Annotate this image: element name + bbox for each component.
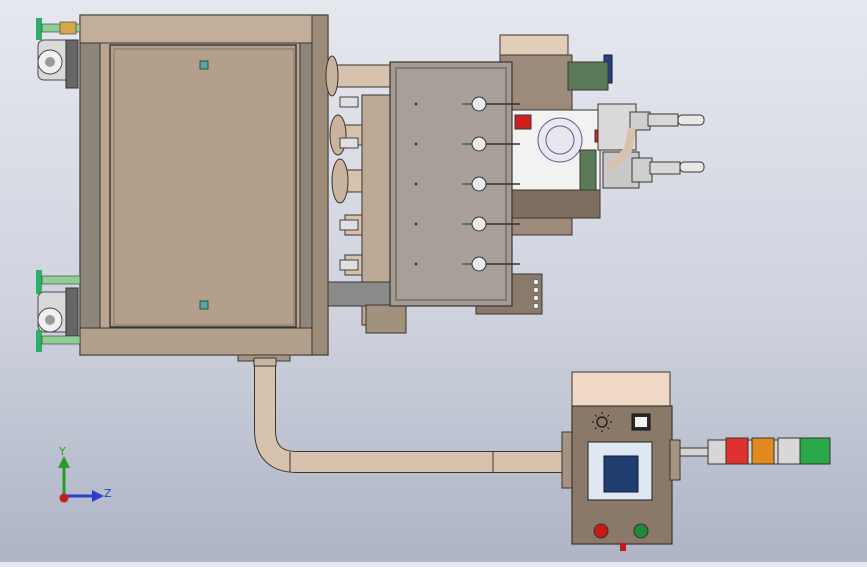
signal-tower bbox=[679, 437, 831, 465]
red-stop-button[interactable] bbox=[593, 523, 609, 539]
door-fastener-top bbox=[199, 60, 209, 70]
green-start-button[interactable] bbox=[633, 523, 649, 539]
y-axis-label: Y bbox=[58, 445, 66, 458]
conduit-pipe bbox=[253, 357, 575, 489]
valve-knobs bbox=[414, 96, 520, 272]
control-box[interactable] bbox=[571, 371, 681, 551]
z-axis-label: Z bbox=[104, 487, 112, 500]
door-fastener-bottom bbox=[199, 300, 209, 310]
caster-bottom-left bbox=[36, 270, 81, 352]
coordinate-triad: Y Z bbox=[58, 445, 112, 503]
indicator-lamp-icon bbox=[596, 416, 608, 428]
connector-pipes bbox=[325, 55, 407, 334]
caster-top-left bbox=[36, 18, 81, 89]
main-cabinet[interactable] bbox=[79, 14, 329, 362]
